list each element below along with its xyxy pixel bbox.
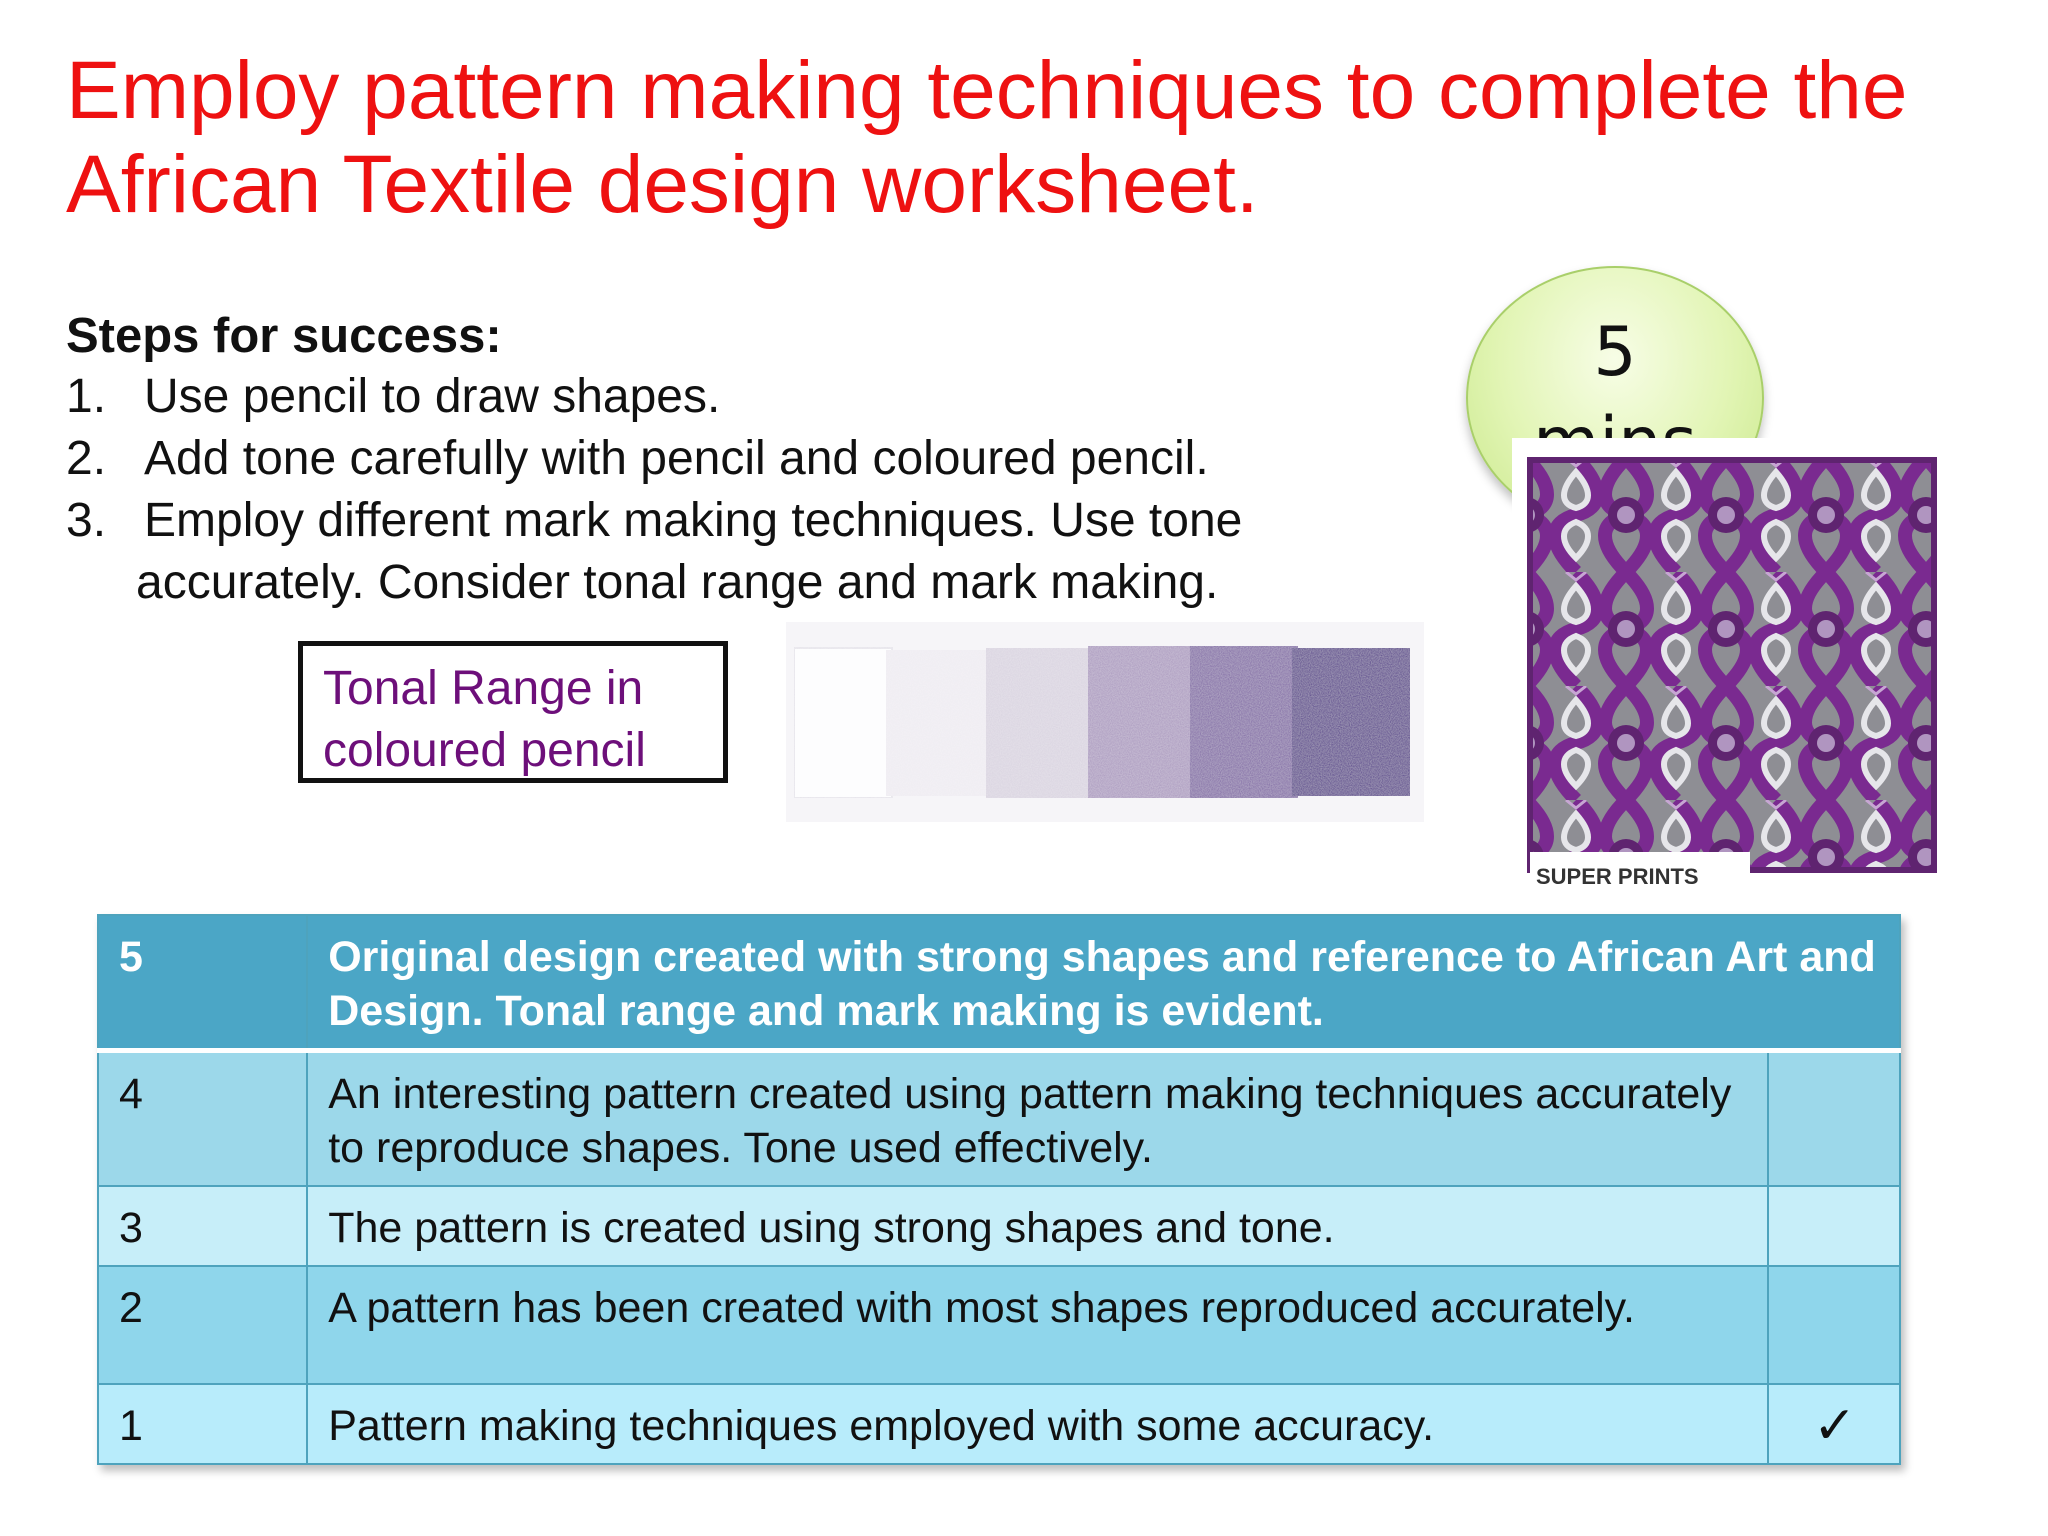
rubric-row: 5 Original design created with strong sh… bbox=[96, 914, 1901, 1053]
checkmark-icon: ✓ bbox=[1766, 1383, 1902, 1465]
rubric-score: 2 bbox=[96, 1265, 309, 1385]
rubric-description: The pattern is created using strong shap… bbox=[306, 1185, 1769, 1267]
step-item: 2. Add tone carefully with pencil and co… bbox=[66, 428, 1366, 490]
steps-heading: Steps for success: bbox=[66, 309, 502, 363]
rubric-check-cell bbox=[1766, 1049, 1902, 1187]
step-item: 1. Use pencil to draw shapes. bbox=[66, 366, 1366, 428]
step-number: 2. bbox=[66, 432, 107, 485]
marking-rubric-table: 5 Original design created with strong sh… bbox=[96, 914, 1902, 1465]
tonal-range-swatch-image bbox=[786, 622, 1424, 822]
rubric-description: Original design created with strong shap… bbox=[306, 914, 1901, 1053]
timer-number: 5 bbox=[1593, 313, 1637, 392]
rubric-score: 1 bbox=[96, 1383, 309, 1465]
rubric-row: 3 The pattern is created using strong sh… bbox=[96, 1185, 1902, 1267]
rubric-description: Pattern making techniques employed with … bbox=[306, 1383, 1769, 1465]
rubric-row: 4 An interesting pattern created using p… bbox=[96, 1049, 1902, 1187]
rubric-score: 3 bbox=[96, 1185, 309, 1267]
rubric-description: An interesting pattern created using pat… bbox=[306, 1049, 1769, 1187]
slide-title: Employ pattern making techniques to comp… bbox=[66, 45, 1908, 230]
step-text: Use pencil to draw shapes. bbox=[144, 370, 721, 423]
step-text-continued: accurately. Consider tonal range and mar… bbox=[136, 556, 1219, 609]
step-text: Add tone carefully with pencil and colou… bbox=[144, 432, 1209, 485]
rubric-row: 2 A pattern has been created with most s… bbox=[96, 1265, 1902, 1385]
textile-label: SUPER PRINTS bbox=[1536, 864, 1699, 889]
steps-list: 1. Use pencil to draw shapes. 2. Add ton… bbox=[66, 366, 1366, 614]
rubric-score: 4 bbox=[96, 1049, 309, 1187]
rubric-check-cell bbox=[1766, 1265, 1902, 1385]
african-textile-image: SUPER PRINTS bbox=[1512, 438, 1946, 898]
rubric-description: A pattern has been created with most sha… bbox=[306, 1265, 1769, 1385]
rubric-row: 1 Pattern making techniques employed wit… bbox=[96, 1383, 1902, 1465]
step-text: Employ different mark making techniques.… bbox=[144, 494, 1243, 547]
step-number: 1. bbox=[66, 370, 107, 423]
rubric-score: 5 bbox=[96, 914, 309, 1053]
tonal-range-label: Tonal Range in coloured pencil bbox=[298, 641, 728, 783]
step-number: 3. bbox=[66, 494, 107, 547]
tonal-range-label-line1: Tonal Range in bbox=[323, 662, 644, 715]
step-item: 3. Employ different mark making techniqu… bbox=[66, 490, 1366, 614]
rubric-check-cell bbox=[1766, 1185, 1902, 1267]
tonal-range-label-line2: coloured pencil bbox=[323, 724, 646, 777]
